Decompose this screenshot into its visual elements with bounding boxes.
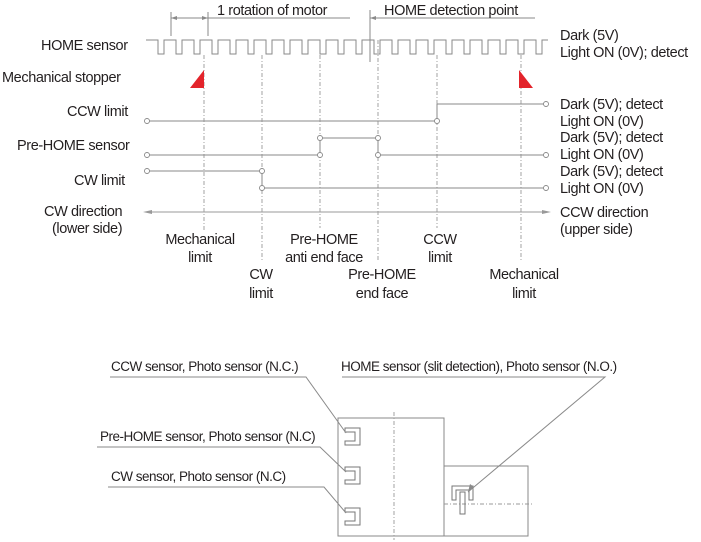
pos-cw-limit-1: CW bbox=[249, 267, 273, 283]
pos-pre-home-anti-2: anti end face bbox=[285, 250, 363, 266]
pos-mech-limit-right-2: limit bbox=[512, 286, 536, 302]
row-cw-limit: CW limit bbox=[74, 173, 125, 189]
pos-mech-limit-left-1: Mechanical bbox=[165, 232, 235, 248]
stopper-left-icon bbox=[190, 70, 204, 88]
rotation-label: 1 rotation of motor bbox=[217, 3, 328, 19]
pos-pre-home-end-1: Pre-HOME bbox=[348, 267, 416, 283]
pre-dark-state: Dark (5V); detect bbox=[560, 130, 663, 146]
pos-pre-home-anti-1: Pre-HOME bbox=[290, 232, 358, 248]
home-sensor-signal bbox=[146, 39, 548, 55]
pre-home-signal bbox=[144, 135, 549, 158]
pos-ccw-limit-2: limit bbox=[428, 250, 452, 266]
home-point-label: HOME detection point bbox=[384, 3, 518, 19]
row-cw-direction-1: CW direction bbox=[44, 204, 123, 220]
home-dark-state: Dark (5V) bbox=[560, 28, 618, 44]
guide-lines bbox=[203, 40, 522, 262]
pos-mech-limit-left-2: limit bbox=[188, 250, 212, 266]
pre-home-sensor-label: Pre-HOME sensor, Photo sensor (N.C) bbox=[100, 429, 315, 444]
direction-arrow bbox=[143, 210, 551, 214]
cw-light-state: Light ON (0V) bbox=[560, 181, 643, 197]
row-cw-direction-2: (lower side) bbox=[52, 221, 122, 237]
pos-ccw-limit-1: CCW bbox=[423, 232, 457, 248]
home-point-indicator: HOME detection point bbox=[369, 3, 535, 62]
ccw-limit-signal bbox=[144, 101, 549, 124]
ccw-sensor-label: CCW sensor, Photo sensor (N.C.) bbox=[111, 359, 298, 374]
sensor-layout bbox=[97, 376, 607, 540]
cw-sensor-label: CW sensor, Photo sensor (N.C) bbox=[111, 469, 286, 484]
pos-pre-home-end-2: end face bbox=[356, 286, 409, 302]
row-mech-stopper: Mechanical stopper bbox=[2, 70, 121, 86]
home-light-state: Light ON (0V); detect bbox=[560, 45, 688, 61]
row-ccw-limit: CCW limit bbox=[67, 104, 128, 120]
row-pre-home: Pre-HOME sensor bbox=[17, 138, 130, 154]
row-home-sensor: HOME sensor bbox=[41, 38, 128, 54]
rotation-dimension: 1 rotation of motor bbox=[170, 3, 350, 36]
cw-dark-state: Dark (5V); detect bbox=[560, 164, 663, 180]
ccw-dark-state: Dark (5V); detect bbox=[560, 97, 663, 113]
pre-light-state: Light ON (0V) bbox=[560, 147, 643, 163]
pos-cw-limit-2: limit bbox=[249, 286, 273, 302]
cw-limit-signal bbox=[144, 168, 549, 191]
ccw-light-state: Light ON (0V) bbox=[560, 114, 643, 130]
stopper-right-icon bbox=[519, 70, 533, 88]
ccw-direction-1: CCW direction bbox=[560, 205, 649, 221]
home-sensor-label: HOME sensor (slit detection), Photo sens… bbox=[341, 359, 617, 374]
ccw-direction-2: (upper side) bbox=[560, 222, 633, 238]
pos-mech-limit-right-1: Mechanical bbox=[489, 267, 559, 283]
